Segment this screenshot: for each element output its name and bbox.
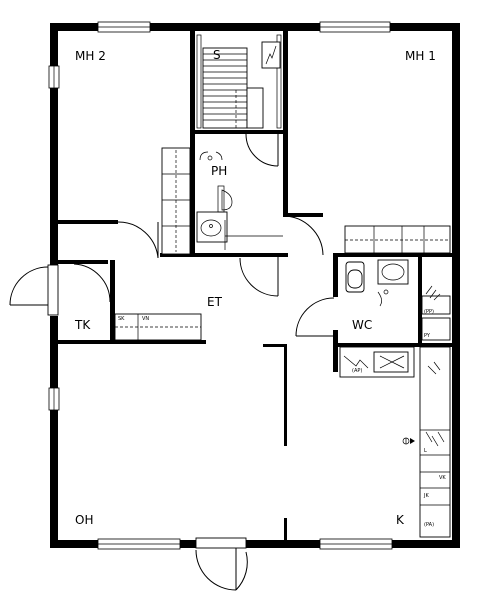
kitchen-units <box>339 346 451 538</box>
fixture-label-sk: SK <box>118 316 125 322</box>
room-label-k: K <box>396 513 405 527</box>
fixture-label-pa: (PA) <box>424 522 434 528</box>
room-label-s: S <box>213 48 221 62</box>
entrance-door <box>9 264 59 316</box>
bathroom-fixtures <box>196 151 283 250</box>
room-label-et: ET <box>207 295 223 309</box>
exterior-walls <box>50 23 460 548</box>
sauna-stove <box>261 41 281 69</box>
fixture-label-pp: (PP) <box>424 309 434 315</box>
room-label-ph: PH <box>211 164 227 178</box>
fixture-labels: SK VN (PP) PY (AP) L VK JK (PA) <box>118 309 446 528</box>
hall-cabinets <box>114 313 202 341</box>
fixture-label-jk: JK <box>423 493 429 499</box>
room-label-wc: WC <box>352 318 372 332</box>
balcony-door <box>195 537 248 591</box>
room-label-tk: TK <box>74 318 91 332</box>
wardrobes-mh1 <box>344 225 451 254</box>
door-swings <box>73 133 335 337</box>
sauna-benches <box>202 41 281 129</box>
room-label-mh1: MH 1 <box>405 49 436 63</box>
fixture-label-ap: (AP) <box>352 368 362 374</box>
room-label-oh: OH <box>75 513 93 527</box>
room-label-mh2: MH 2 <box>75 49 106 63</box>
fixture-label-vn: VN <box>142 316 149 322</box>
fixture-label-l: L <box>424 448 427 454</box>
wardrobes-mh2 <box>161 147 191 255</box>
wc-fixtures <box>345 259 451 341</box>
windows <box>48 21 393 550</box>
fixture-label-py: PY <box>424 333 431 339</box>
room-labels: MH 2 MH 1 S PH ET TK WC OH K <box>74 48 436 527</box>
interior-walls <box>58 31 452 540</box>
fixture-label-vk: VK <box>439 475 446 481</box>
